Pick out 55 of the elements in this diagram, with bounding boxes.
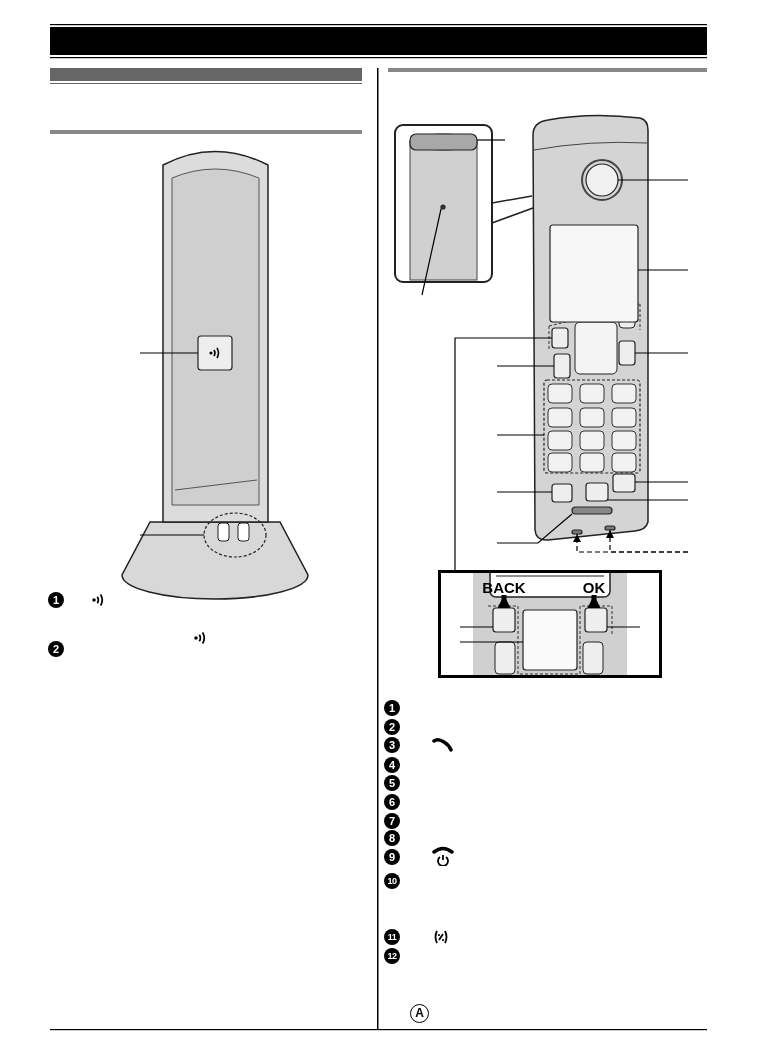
- receiver: [585, 163, 619, 197]
- microphone-hole: [440, 204, 446, 210]
- display-screen: [549, 224, 639, 323]
- off-key: [618, 340, 636, 366]
- intercom-key: [585, 482, 609, 502]
- callout-number: 8: [384, 830, 400, 846]
- leader-line: [496, 434, 545, 436]
- callout-number: 1: [48, 592, 64, 608]
- microphone-slots: [571, 506, 613, 515]
- speaker-key: [551, 483, 573, 503]
- leader-line: [421, 208, 442, 296]
- leader-line: [496, 491, 553, 493]
- arrow: [587, 595, 601, 608]
- charge-contact: [604, 525, 616, 531]
- leader-line: [606, 626, 641, 628]
- callout-number: 11: [384, 929, 400, 945]
- zoom-inset-frame: [438, 570, 662, 678]
- leader-line: [634, 352, 689, 354]
- soft-key: [551, 327, 569, 349]
- callout-number: 3: [384, 737, 400, 753]
- soft-key: [584, 607, 608, 633]
- callout-number: 5: [384, 775, 400, 791]
- recall-key: [612, 473, 636, 493]
- navigator-key: [522, 609, 578, 671]
- arrow: [497, 595, 511, 608]
- leader-line: [607, 499, 689, 501]
- callout-number: 4: [384, 757, 400, 773]
- charge-contacts: [203, 512, 267, 558]
- leader-line: [617, 179, 689, 181]
- callout-number: 7: [384, 813, 400, 829]
- arrow: [606, 529, 689, 553]
- leader-line: [496, 513, 573, 544]
- leader-line: [637, 269, 689, 271]
- leader-line: [139, 352, 199, 354]
- handset-top: [409, 133, 478, 151]
- callout-number: 9: [384, 849, 400, 865]
- callout-number: A: [410, 1004, 429, 1023]
- dial-keypad: [543, 379, 641, 474]
- callout-number: 10: [384, 873, 400, 889]
- key-label: OK: [578, 579, 610, 595]
- soft-key: [492, 607, 516, 633]
- leader-line: [496, 365, 555, 367]
- callout-number: 2: [384, 719, 400, 735]
- leader-line: [454, 337, 553, 571]
- talk-key: [553, 353, 571, 379]
- leader-line: [459, 626, 494, 628]
- leader-line: [476, 139, 506, 141]
- callout-number: 1: [384, 700, 400, 716]
- callout-number: 6: [384, 794, 400, 810]
- button: [197, 335, 233, 371]
- leader-line: [634, 481, 689, 483]
- callout-number: 2: [48, 641, 64, 657]
- charge-contact: [571, 529, 583, 535]
- leader-line: [139, 534, 205, 536]
- callout-number: 12: [384, 948, 400, 964]
